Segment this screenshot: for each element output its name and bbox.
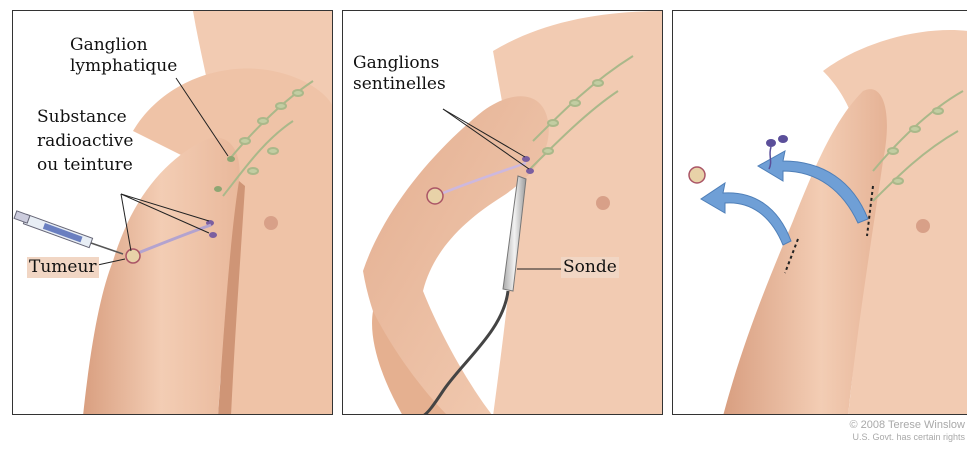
nipple: [596, 196, 610, 210]
label-substance-line1: Substance: [37, 105, 133, 129]
label-substance-line2: radioactive: [37, 129, 133, 153]
label-sentinel-line1: Ganglions: [353, 53, 446, 74]
label-sentinel-nodes: Ganglions sentinelles: [353, 53, 446, 95]
tumor: [126, 249, 140, 263]
arm: [83, 138, 240, 415]
label-substance-line3: ou teinture: [37, 153, 133, 177]
label-lymph-node-line2: lymphatique: [70, 56, 177, 77]
panel-injection: Ganglion lymphatique Substance radioacti…: [12, 10, 333, 415]
syringe-icon: [14, 211, 123, 254]
label-lymph-node: Ganglion lymphatique: [70, 35, 177, 77]
copyright-credit: © 2008 Terese Winslow U.S. Govt. has cer…: [849, 419, 965, 443]
credit-line2: U.S. Govt. has certain rights: [849, 431, 965, 443]
removed-tumor-icon: [689, 167, 705, 183]
label-substance: Substance radioactive ou teinture: [37, 105, 133, 177]
label-tumor: Tumeur: [27, 257, 99, 278]
label-probe: Sonde: [561, 257, 619, 278]
label-lymph-node-line1: Ganglion: [70, 35, 177, 56]
removal-illustration: [673, 11, 967, 415]
label-sentinel-line2: sentinelles: [353, 74, 446, 95]
credit-line1: © 2008 Terese Winslow: [849, 419, 965, 431]
tumor: [427, 188, 443, 204]
nipple: [264, 216, 278, 230]
panel-removal: [672, 10, 967, 415]
nipple: [916, 219, 930, 233]
panel-probe: Ganglions sentinelles Sonde: [342, 10, 663, 415]
